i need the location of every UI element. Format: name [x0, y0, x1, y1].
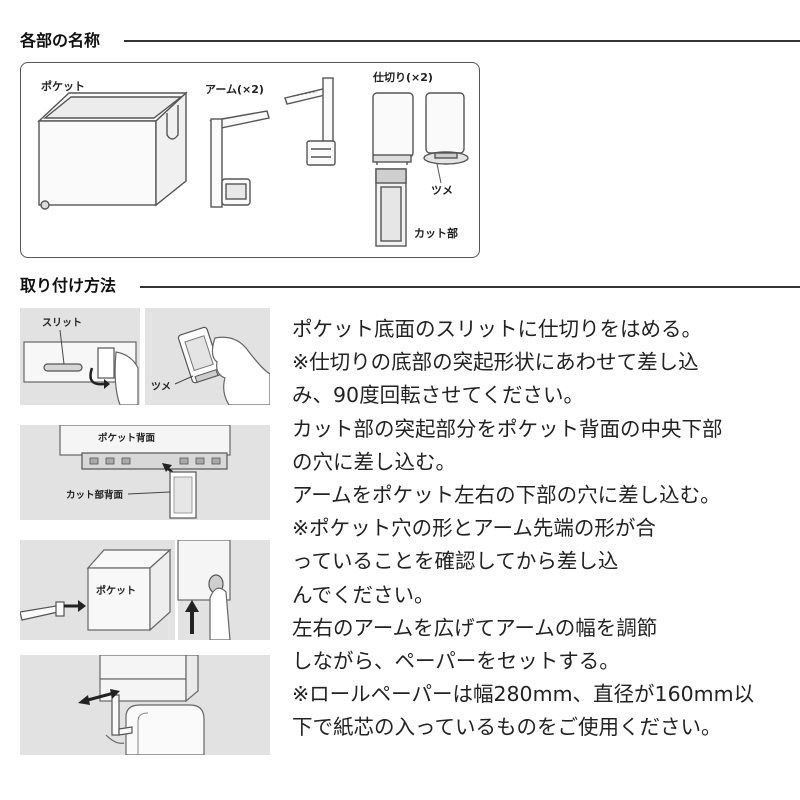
- tab-leader-line: [436, 163, 442, 184]
- pocket-bottom-strip: [81, 452, 228, 470]
- instruction-line: んでください。: [292, 582, 435, 607]
- parts-heading-rule: [124, 40, 800, 42]
- arm-arrow-head: [78, 600, 86, 612]
- install-instructions: ポケット底面のスリットに仕切りをはめる。 ※仕切りの底部の突起形状にあわせて差し…: [292, 313, 800, 744]
- cut-part-label: カット部: [414, 226, 458, 240]
- instruction-line: の穴に差し込む。: [292, 449, 456, 474]
- step1-slit-figure: スリット: [20, 308, 140, 405]
- width-arrow-head-right: [110, 689, 120, 699]
- divider-label: 仕切り(×2): [372, 70, 433, 84]
- pocket-label-2: ポケット: [96, 584, 136, 597]
- arm-illustration-2: [284, 77, 336, 166]
- roll-paper-shape: [125, 704, 205, 755]
- arm-shape: [20, 601, 65, 621]
- pocket-illustration: [37, 91, 188, 210]
- hand-shape: [211, 336, 270, 405]
- pocket-label: ポケット: [41, 79, 85, 93]
- instruction-line: アームをポケット左右の下部の穴に差し込む。: [292, 482, 721, 507]
- pocket-back-label: ポケット背面: [98, 432, 156, 444]
- divider-illustration-2: [423, 92, 469, 165]
- slit-label: スリット: [42, 317, 82, 329]
- instruction-line: 左右のアームを広げてアームの幅を調節: [292, 615, 658, 640]
- instruction-line: カット部の突起部分をポケット背面の中央下部: [292, 416, 723, 441]
- instruction-line: ※ポケット穴の形とアーム先端の形が合: [292, 516, 656, 541]
- finger-shape-2: [209, 587, 231, 640]
- slit-shape: [43, 363, 83, 372]
- instruction-line: ※仕切りの底部の突起形状にあわせて差し込: [292, 350, 699, 375]
- instruction-line: み、90度回転させてください。: [292, 383, 584, 408]
- instruction-line: 下で紙芯の入っているものをご使用ください。: [292, 715, 722, 740]
- insert-arrow-head: [162, 463, 172, 472]
- divider-held-shape: [177, 326, 222, 384]
- step4-paper-figure: [20, 655, 270, 755]
- cut-part-back-leader-line: [127, 491, 171, 495]
- step2-cut-part-figure: ポケット背面 カット部背面: [20, 425, 270, 520]
- pocket-box-shape-2: [99, 655, 199, 703]
- instruction-line: ※ロールペーパーは幅280mm、直径が160mm以: [292, 682, 755, 707]
- parts-figure: ポケット アーム(×2): [37, 70, 469, 247]
- cut-part-illustration: [375, 168, 407, 247]
- arm-illustration-1: [209, 110, 270, 208]
- roll-paper-curl: [137, 712, 149, 755]
- parts-heading: 各部の名称: [20, 31, 101, 50]
- finger-outline: [105, 734, 125, 744]
- pocket-box-shape: [86, 548, 172, 632]
- divider-shape: [97, 347, 115, 379]
- step3-arm-figure: ポケット: [20, 540, 270, 640]
- instruction-line: しながら、ペーパーをセットする。: [292, 648, 620, 673]
- rotate-arrow: [89, 367, 105, 386]
- width-arrow: [83, 691, 115, 703]
- tab-label: ツメ: [431, 184, 453, 197]
- finger-shape: [114, 351, 139, 405]
- up-arrow-head: [185, 600, 199, 612]
- step1-tab-figure: ツメ: [145, 308, 270, 405]
- tab-label-2: ツメ: [151, 381, 171, 393]
- install-heading-rule: [140, 286, 800, 288]
- instruction-line: ポケット底面のスリットに仕切りをはめる。: [292, 317, 702, 341]
- width-arrow-head-left: [78, 695, 90, 705]
- install-heading: 取り付け方法: [20, 276, 117, 295]
- cut-part-back-label: カット部背面: [66, 489, 124, 501]
- strip-holes: [89, 457, 221, 465]
- divider-illustration-1: [372, 92, 414, 165]
- tab-leader-line-2: [174, 375, 194, 385]
- slit-leader-line: [59, 329, 65, 365]
- instruction-line: っていることを確認してから差し込: [292, 549, 619, 574]
- arm-label: アーム(×2): [205, 83, 264, 96]
- parts-figure-box: ポケット アーム(×2): [20, 62, 480, 258]
- arm-shape-2: [111, 694, 133, 736]
- rotate-arrow-head: [104, 379, 110, 389]
